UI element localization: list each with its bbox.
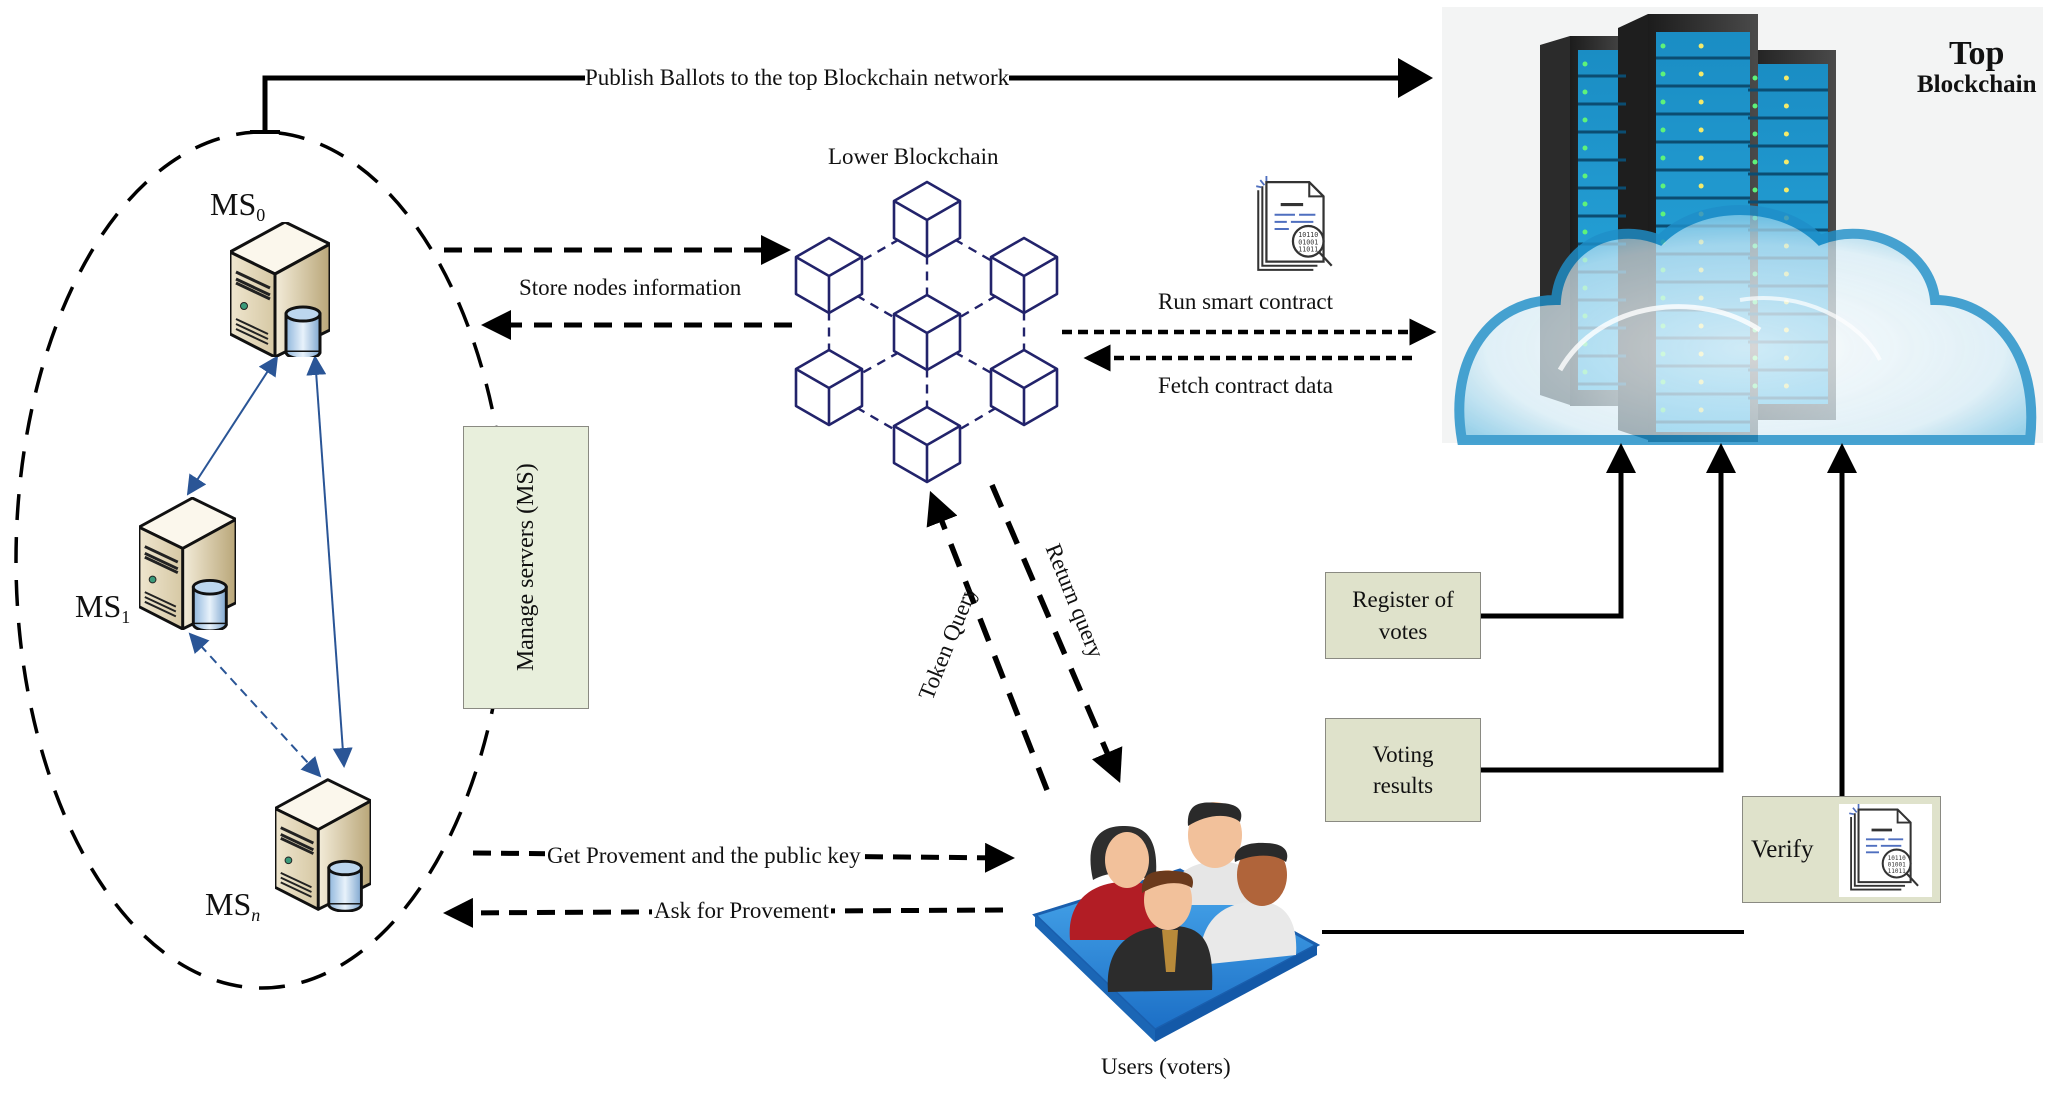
msn-label: MSn [205,888,260,924]
rack-led-yellow [1698,99,1704,105]
ms1-msn-link [188,632,322,778]
ms1-subscript: 1 [121,607,131,627]
ask-provement-label: Ask for Provement [652,898,832,923]
manage-servers-label: Manage servers (MS) [512,463,539,672]
server-icon-msn [275,778,371,912]
rack-led-yellow [1783,103,1789,109]
rack-led-green [1660,183,1666,189]
publish-ballots-label: Publish Ballots to the top Blockchain ne… [585,65,1010,90]
rack-led-green [1582,201,1588,207]
cube-edges-bottom [893,424,961,482]
cube-edges-lower-right [990,367,1058,425]
ms0-label: MS0 [210,188,265,224]
cloud-shape [1454,205,2037,445]
rack-led-yellow [1698,43,1704,49]
ms0-msn-link [306,355,353,768]
token-query-arrow [926,490,1050,792]
rack-led-green [1752,159,1758,165]
rack-led-yellow [1783,187,1789,193]
user-group-icon [1032,802,1321,1042]
users-voters-label: Users (voters) [1101,1054,1231,1079]
blockchain-cube-network-icon [794,180,1059,484]
rack-led-green [1582,61,1588,67]
rack-led-green [1752,187,1758,193]
rack-led-yellow [1698,183,1704,189]
publish-ballots-arrow [250,58,1433,134]
verify-label: Verify [1751,835,1814,863]
cube-edges-center [893,312,961,370]
voting-results-label: Voting results [1372,741,1434,798]
run-smart-contract-label: Run smart contract [1158,289,1334,314]
rack-led-green [1582,89,1588,95]
rack-led-green [1660,155,1666,161]
rack-led-green [1582,117,1588,123]
rack-led-green [1660,71,1666,77]
cube-edges-lower-left [795,367,863,425]
msn-name: MS [205,886,252,922]
server-icon-ms0 [230,222,330,357]
fetch-contract-data-label: Fetch contract data [1158,373,1333,398]
rack-led-yellow [1698,155,1704,161]
server-icon-ms1 [139,497,236,630]
rack-led-green [1660,127,1666,133]
ms1-label: MS1 [75,590,130,626]
rack-led-yellow [1698,71,1704,77]
rack-led-green [1660,43,1666,49]
cube-edges-top [893,199,961,257]
register-of-votes-label: Register of votes [1352,587,1454,644]
cloud-server-racks-icon [1442,7,2043,445]
register-of-votes-box: Register of votes [1325,572,1481,659]
rack-led-yellow [1783,131,1789,137]
smart-contract-icon [1254,176,1334,272]
rack-led-green [1660,99,1666,105]
ms0-ms1-link [186,355,279,496]
cube-edges-upper-right [990,255,1058,313]
rack-led-yellow [1783,159,1789,165]
top-blockchain-title-line2: Blockchain [1917,70,2037,98]
rack-led-yellow [1783,75,1789,81]
results-to-top-line [1481,443,1736,773]
ask-provement-arrow [443,897,1004,928]
lower-blockchain-title: Lower Blockchain [828,144,999,169]
manage-servers-box: Manage servers (MS) [463,426,589,709]
msn-subscript: n [251,905,261,925]
register-to-top-line [1481,443,1636,619]
rack-led-green [1582,173,1588,179]
store-nodes-label: Store nodes information [519,275,742,300]
ms1-name: MS [75,588,122,624]
cube-edges-upper-left [795,255,863,313]
ms0-name: MS [210,186,257,222]
ms0-subscript: 0 [256,205,266,225]
rack-led-green [1752,103,1758,109]
top-blockchain-title: Top Blockchain [1917,36,2036,98]
top-blockchain-title-line1: Top [1949,35,2005,72]
rack-led-green [1582,229,1588,235]
return-query-arrow [989,483,1123,784]
rack-led-green [1752,75,1758,81]
rack-led-yellow [1698,127,1704,133]
verify-box: Verify [1742,796,1941,903]
get-provement-label: Get Provement and the public key [545,843,863,868]
verify-contract-icon [1839,804,1932,897]
rack-led-green [1582,145,1588,151]
rack-led-green [1660,211,1666,217]
rack-led-green [1752,131,1758,137]
voting-results-box: Voting results [1325,718,1481,822]
